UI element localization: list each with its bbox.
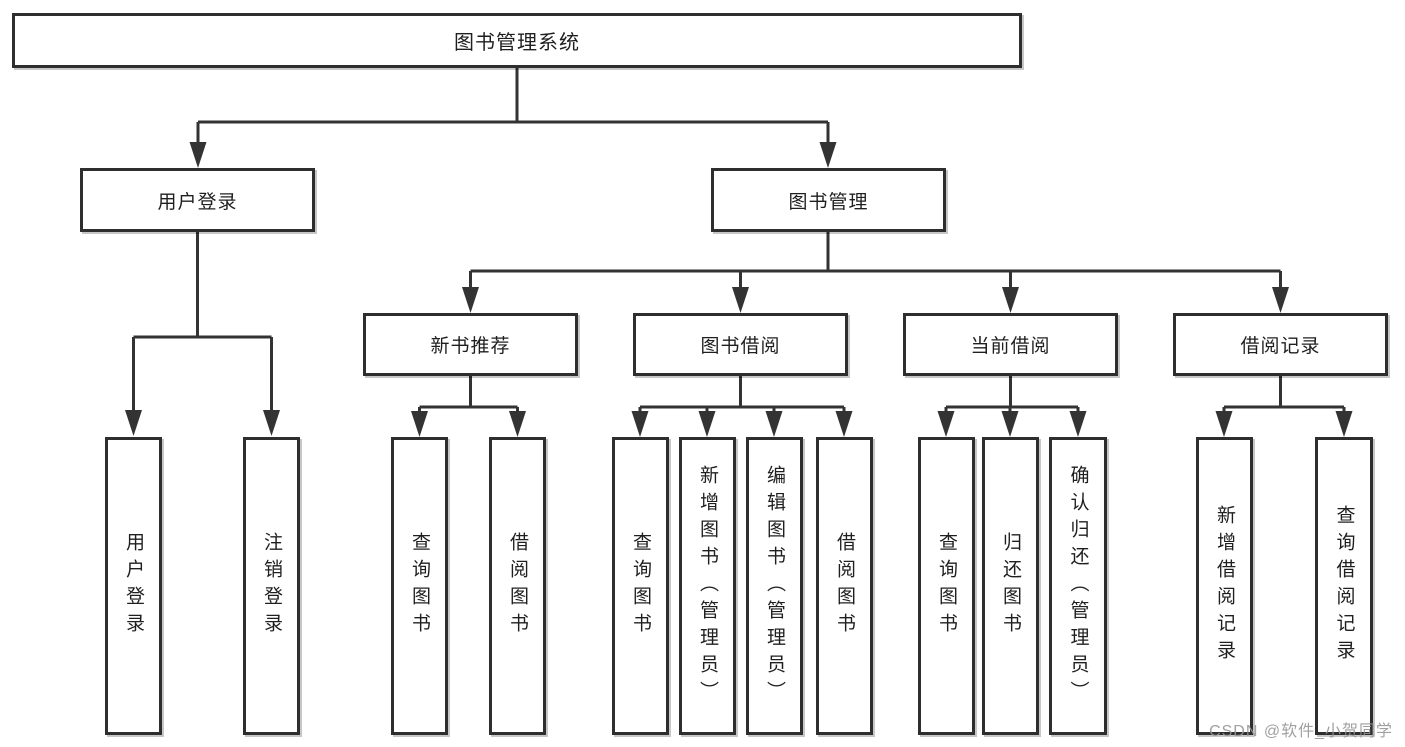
- arrow-down-icon: [1002, 287, 1019, 313]
- connector-book-management-to-level3: [469, 230, 1282, 293]
- arrow-down-icon: [698, 411, 716, 437]
- node-label: 用户登录: [123, 532, 144, 640]
- node-label: 当前借阅: [970, 336, 1051, 357]
- node-book-management: 图书管理: [711, 168, 946, 232]
- node-label: 查询图书: [409, 532, 430, 640]
- leaf-logout: 注销登录: [243, 437, 300, 735]
- arrow-down-icon: [937, 411, 955, 437]
- node-borrow-records: 借阅记录: [1173, 313, 1388, 376]
- arrow-down-icon: [631, 411, 649, 437]
- connector-current-borrow-to-leaves: [944, 374, 1080, 417]
- arrow-down-icon: [509, 411, 526, 437]
- connector-root-to-level2: [196, 66, 830, 148]
- arrow-down-icon: [462, 287, 479, 313]
- csdn-watermark: CSDN @软件_小贺同学: [1209, 723, 1393, 740]
- node-user-login: 用户登录: [80, 168, 315, 232]
- node-label: 查询图书: [630, 532, 651, 640]
- leaf-query-books: 查询图书: [918, 437, 975, 735]
- arrow-down-icon: [189, 142, 207, 168]
- arrow-down-icon: [411, 411, 428, 437]
- node-label: 查询图书: [936, 532, 957, 640]
- node-label: 新书推荐: [430, 336, 511, 357]
- leaf-confirm-return-admin: 确认归还（管理员）: [1049, 437, 1107, 735]
- arrow-down-icon: [263, 410, 280, 436]
- leaf-add-books-admin: 新增图书（管理员）: [679, 437, 736, 735]
- arrow-down-icon: [1215, 411, 1233, 437]
- connector-new-book-recommend-to-leaves: [418, 374, 519, 417]
- node-label: 归还图书: [1000, 532, 1021, 640]
- leaf-query-books: 查询图书: [391, 437, 448, 735]
- node-label: 图书管理系统: [454, 32, 580, 54]
- leaf-edit-books-admin: 编辑图书（管理员）: [746, 437, 803, 735]
- node-label: 用户登录: [157, 191, 238, 213]
- leaf-query-books: 查询图书: [612, 437, 669, 735]
- node-root-library-system: 图书管理系统: [12, 13, 1022, 68]
- leaf-borrow-books: 借阅图书: [489, 437, 546, 735]
- node-label: 图书管理: [788, 191, 869, 213]
- node-new-book-recommend: 新书推荐: [363, 313, 578, 376]
- arrow-down-icon: [1069, 411, 1087, 437]
- node-book-borrow: 图书借阅: [633, 313, 848, 376]
- arrow-down-icon: [1335, 411, 1353, 437]
- node-label: 借阅图书: [834, 532, 855, 640]
- node-label: 查询借阅记录: [1333, 505, 1355, 667]
- node-label: 新增借阅记录: [1214, 505, 1235, 667]
- connector-book-borrow-to-leaves: [638, 374, 846, 417]
- arrow-down-icon: [835, 411, 853, 437]
- arrow-down-icon: [765, 411, 783, 437]
- node-label: 新增图书（管理员）: [697, 464, 718, 708]
- leaf-borrow-books: 借阅图书: [816, 437, 873, 735]
- arrow-down-icon: [819, 142, 837, 168]
- arrowheads: [125, 142, 1353, 437]
- node-label: 借阅记录: [1240, 336, 1321, 357]
- leaf-add-borrow-record: 新增借阅记录: [1196, 437, 1253, 735]
- arrow-down-icon: [1272, 287, 1289, 313]
- arrow-down-icon: [1001, 411, 1019, 437]
- node-label: 图书借阅: [700, 336, 781, 357]
- leaf-user-login: 用户登录: [105, 437, 162, 735]
- arrow-down-icon: [732, 287, 749, 313]
- arrow-down-icon: [125, 410, 142, 436]
- node-current-borrow: 当前借阅: [903, 313, 1118, 376]
- node-label: 确认归还（管理员）: [1067, 464, 1089, 708]
- connector-user-login-to-leaves: [132, 230, 273, 416]
- node-label: 编辑图书（管理员）: [764, 464, 785, 708]
- leaf-query-borrow-record: 查询借阅记录: [1315, 437, 1373, 735]
- node-label: 注销登录: [261, 532, 282, 640]
- node-label: 借阅图书: [507, 532, 528, 640]
- leaf-return-books: 归还图书: [982, 437, 1039, 735]
- connector-borrow-records-to-leaves: [1222, 374, 1346, 417]
